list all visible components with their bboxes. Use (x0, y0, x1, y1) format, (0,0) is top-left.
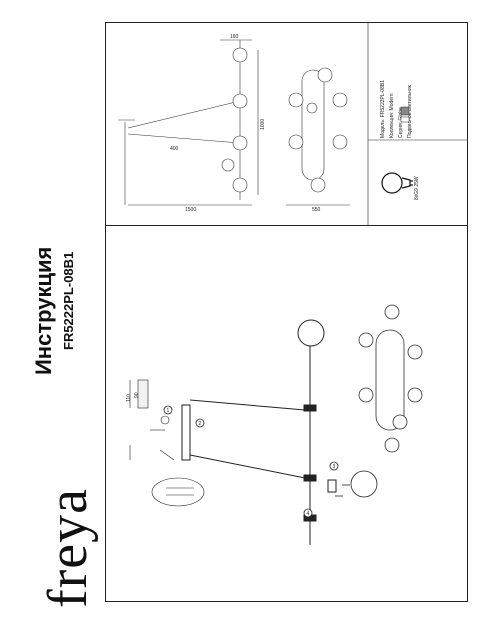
dim-d4: 1000 (260, 119, 266, 130)
socket-icon (400, 106, 410, 123)
spec-row-4: Подвесной светильник (406, 84, 413, 138)
section-divider (105, 225, 468, 226)
spec-row-3: Серия: Globe (398, 107, 404, 138)
lamp-main (181, 319, 337, 545)
top-view (286, 67, 350, 206)
lamp-top-loop (358, 304, 423, 453)
dim-m1: 110 (126, 394, 132, 402)
step-1: 1 (167, 408, 170, 414)
spec-row-2: Коллекция: Modern (389, 93, 395, 138)
step-4: 4 (307, 511, 310, 517)
dim-d7: 550 (312, 207, 321, 213)
instruction-frame (105, 22, 468, 602)
spec-panel (367, 22, 468, 225)
step-2: 2 (199, 421, 202, 427)
dim-d5: 400 (170, 146, 179, 152)
bulb-spec: 8xG9 25W (414, 176, 420, 200)
step-markers (163, 405, 339, 518)
spec-row-1: Модель: FR5222PL-08B1 (380, 80, 386, 138)
bulb-icon (381, 172, 413, 194)
dim-d1: 160 (230, 34, 239, 40)
dim-d2: 1500 (185, 207, 196, 213)
globe-detail (335, 470, 378, 498)
step-3: 3 (333, 464, 336, 470)
dim-m2: 90 (134, 392, 140, 398)
ceiling-mount (129, 379, 205, 507)
side-view (118, 39, 259, 206)
